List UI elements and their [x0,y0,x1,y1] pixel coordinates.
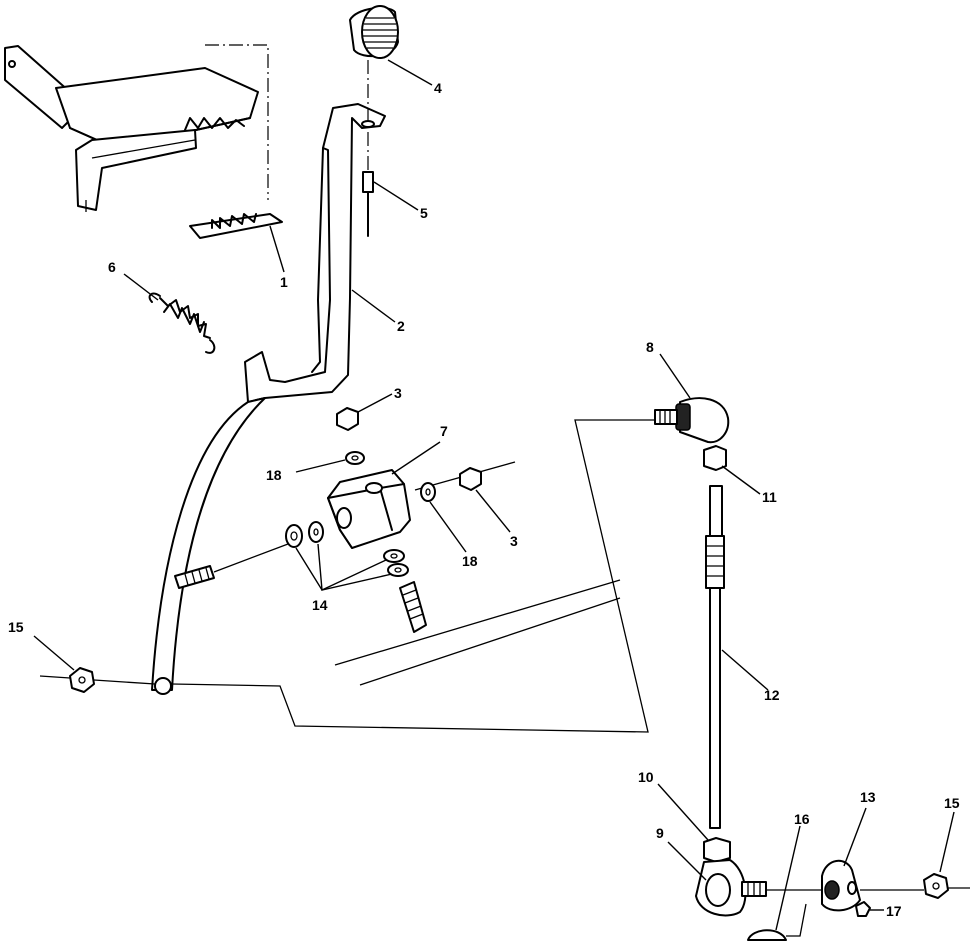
part-13-arm-plate [821,860,861,912]
part-2-lever-arm [151,103,386,695]
part-6-spring [148,292,216,354]
part-18-washer-right [420,482,436,502]
part-7-pivot-block [327,469,411,549]
callout-1: 1 [280,274,288,290]
callout-9: 9 [656,825,664,841]
part-10-jam-nut [703,837,731,863]
part-1-comb-plate [189,213,283,239]
part-15-nut-left [69,667,95,693]
callout-15-right: 15 [944,795,960,811]
mounting-bracket [4,45,259,212]
callout-14: 14 [312,597,328,613]
threaded-stud [399,581,427,633]
part-14-washers [285,521,409,577]
callout-3-right: 3 [510,533,518,549]
part-8-ball-joint [654,397,730,444]
part-11-jam-nut [703,445,727,471]
callout-15-left: 15 [8,619,24,635]
part-12-tie-rod [705,485,725,829]
part-5-pin [362,171,374,237]
callout-8: 8 [646,339,654,355]
callout-13: 13 [860,789,876,805]
callout-4: 4 [434,80,442,96]
part-18-washer-upper [345,451,365,465]
callout-18-upper: 18 [266,467,282,483]
part-3-nut-right [459,467,482,491]
callout-18-right: 18 [462,553,478,569]
callout-12: 12 [764,687,780,703]
callout-2: 2 [397,318,405,334]
part-3-nut-upper [336,407,359,431]
callout-17: 17 [886,903,902,919]
callout-16: 16 [794,811,810,827]
callout-10: 10 [638,769,654,785]
callout-6: 6 [108,259,116,275]
callout-3-upper: 3 [394,385,402,401]
callout-11: 11 [762,489,777,505]
callout-5: 5 [420,205,428,221]
part-9-ball-joint [695,859,767,917]
part-15-nut-right [923,873,949,899]
part-16-dome [747,929,787,941]
callout-7: 7 [440,423,448,439]
pivot-bolt [174,565,215,589]
part-17-cap [855,901,871,917]
part-4-knob [349,5,399,59]
